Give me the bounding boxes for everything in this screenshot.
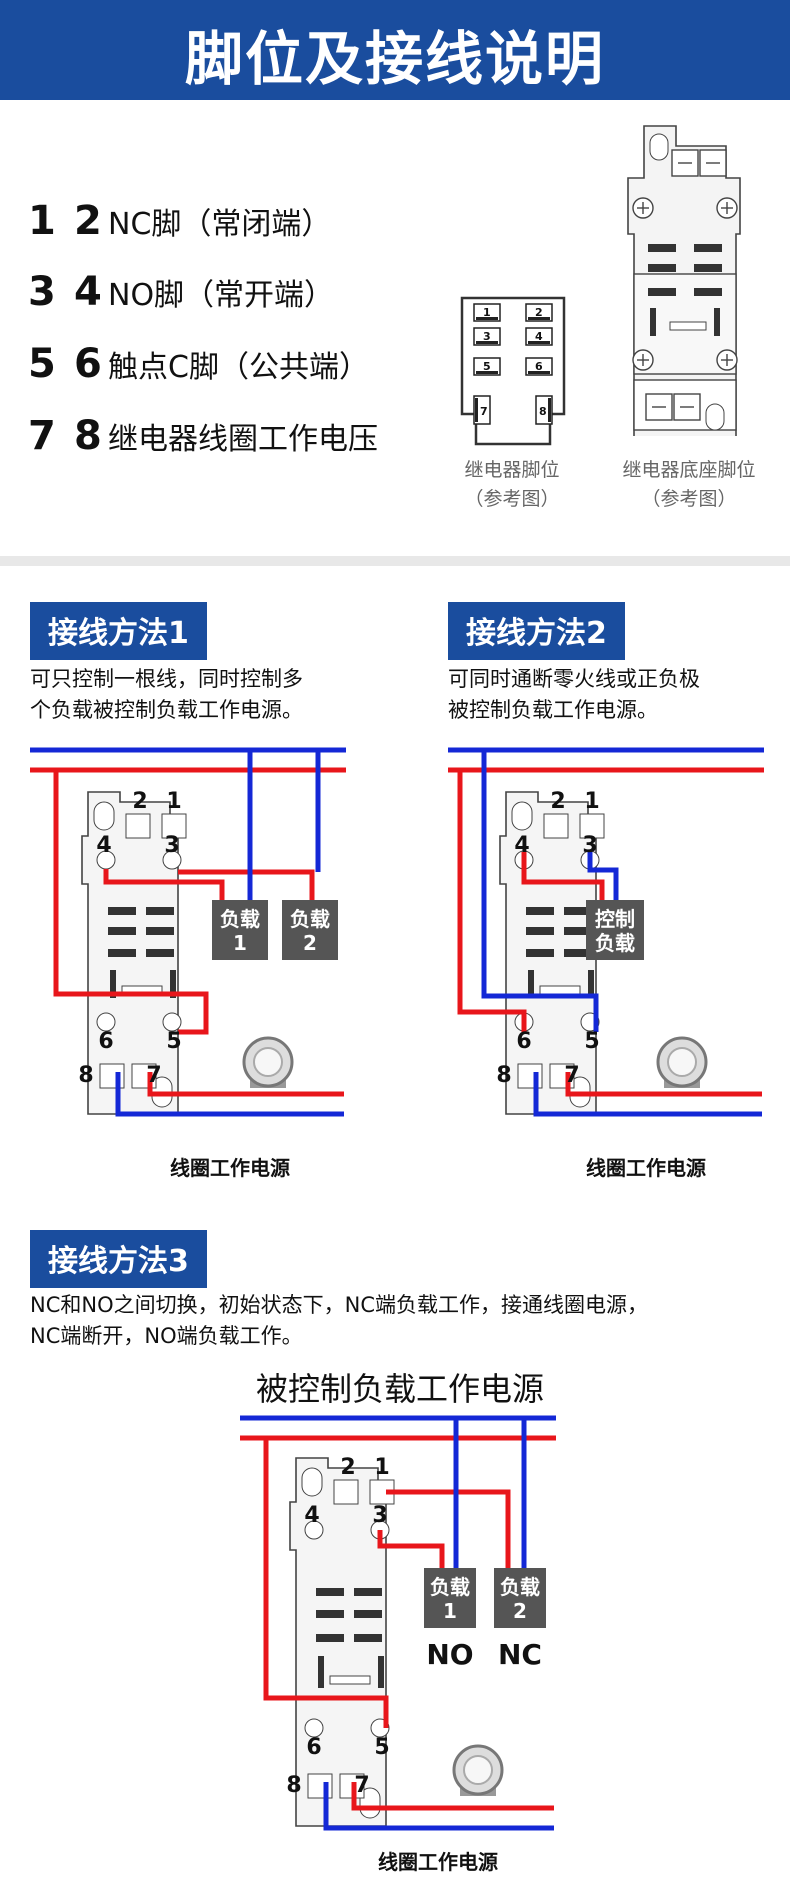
method3-supply-title: 被控制负载工作电源 — [255, 1370, 544, 1408]
method1-description: 可只控制一根线，同时控制多 个负载被控制负载工作电源。 — [30, 664, 380, 726]
relay-pin-label: 1 — [483, 306, 491, 319]
terminal-label: 2 — [132, 789, 147, 814]
socket-pin-diagram — [627, 125, 741, 436]
pin-number: 3 — [28, 269, 56, 315]
method2-description: 可同时通断零火线或正负极 被控制负载工作电源。 — [448, 664, 788, 726]
caption-line: （参考图） — [641, 488, 737, 510]
terminal-label: 4 — [514, 833, 529, 858]
relay-pin-label: 8 — [539, 405, 547, 418]
desc-line: 个负载被控制负载工作电源。 — [30, 698, 303, 722]
pin-number: 8 — [74, 413, 102, 459]
socket-pin-caption: 继电器底座脚位 （参考图） — [604, 456, 774, 514]
header-banner — [0, 0, 790, 100]
caption-line: 继电器底座脚位 — [622, 459, 756, 481]
section-divider — [0, 556, 790, 566]
page-title: 脚位及接线说明 — [184, 25, 605, 93]
method1-coil-label: 线圈工作电源 — [170, 1156, 290, 1180]
relay-pin-diagram: 1 2 3 4 5 6 7 8 — [460, 296, 566, 446]
relay-pin-label: 4 — [535, 330, 543, 343]
load-box-2 — [494, 1568, 546, 1628]
pin-description: 触点C脚（公共端） — [108, 350, 369, 385]
terminal-label: 2 — [550, 789, 565, 814]
terminal-label: 5 — [374, 1735, 389, 1760]
terminal-label: 2 — [340, 1455, 355, 1480]
load1-number: 1 — [233, 931, 247, 955]
pin-number: 1 — [28, 198, 56, 244]
caption-line: 继电器脚位 — [464, 459, 560, 481]
load-label: 负载 — [595, 931, 635, 955]
load-label: 控制 — [595, 907, 635, 931]
pin-number: 4 — [74, 269, 102, 315]
load-box-1 — [424, 1568, 476, 1628]
relay-pin-caption: 继电器脚位 （参考图） — [442, 456, 582, 514]
pin-number: 2 — [74, 198, 102, 244]
controlled-load-box — [586, 900, 644, 960]
load2-number: 2 — [303, 931, 317, 955]
load2-label: 负载 — [500, 1575, 540, 1599]
method1-title-badge: 接线方法1 — [30, 602, 207, 660]
terminal-label: 4 — [96, 833, 111, 858]
terminal-label: 6 — [306, 1735, 321, 1760]
terminal-label: 5 — [584, 1029, 599, 1054]
method2-title-badge: 接线方法2 — [448, 602, 625, 660]
method3-wiring-diagram: 负载 1 负载 2 NO NC 2 1 4 3 6 5 8 7 — [240, 1415, 556, 1831]
terminal-label: 8 — [78, 1063, 93, 1088]
load1-label: 负载 — [430, 1575, 470, 1599]
push-button-icon — [656, 1036, 708, 1088]
desc-line: NC端断开，NO端负载工作。 — [30, 1324, 303, 1348]
desc-line: 被控制负载工作电源。 — [448, 698, 658, 722]
terminal-label: 6 — [98, 1029, 113, 1054]
terminal-label: 6 — [516, 1029, 531, 1054]
load1-number: 1 — [443, 1599, 457, 1623]
relay-pin-label: 5 — [483, 360, 491, 373]
terminal-label: 3 — [372, 1503, 387, 1528]
terminal-label: 3 — [164, 833, 179, 858]
no-label: NO — [426, 1638, 473, 1671]
relay-pin-label: 6 — [535, 360, 543, 373]
method3-description: NC和NO之间切换，初始状态下，NC端负载工作，接通线圈电源， NC端断开，NO… — [30, 1290, 780, 1352]
pin-number: 7 — [28, 413, 56, 459]
pin-number: 6 — [74, 341, 102, 387]
method3-title-badge: 接线方法3 — [30, 1230, 207, 1288]
load2-number: 2 — [513, 1599, 527, 1623]
method2-wiring-diagram: 控制 负载 2 1 4 3 6 5 8 7 — [448, 747, 764, 1117]
terminal-label: 5 — [166, 1029, 181, 1054]
pin-number: 5 — [28, 341, 56, 387]
caption-line: （参考图） — [464, 488, 560, 510]
push-button-icon — [242, 1036, 294, 1088]
terminal-label: 8 — [286, 1773, 301, 1798]
desc-line: 可只控制一根线，同时控制多 — [30, 667, 303, 691]
method1-wiring-diagram: 负载 1 负载 2 2 1 4 3 6 5 8 7 — [30, 747, 346, 1117]
relay-pin-label: 7 — [480, 405, 488, 418]
pin-description: 继电器线圈工作电压 — [108, 422, 378, 457]
load1-label: 负载 — [220, 907, 260, 931]
terminal-label: 1 — [584, 789, 599, 814]
terminal-label: 8 — [496, 1063, 511, 1088]
terminal-label: 7 — [146, 1063, 161, 1088]
terminal-label: 1 — [166, 789, 181, 814]
desc-line: NC和NO之间切换，初始状态下，NC端负载工作，接通线圈电源， — [30, 1293, 648, 1317]
pin-description: NC脚（常闭端） — [108, 207, 332, 242]
load2-label: 负载 — [290, 907, 330, 931]
relay-pin-label: 2 — [535, 306, 543, 319]
pin-description: NO脚（常开端） — [108, 278, 335, 313]
terminal-label: 7 — [564, 1063, 579, 1088]
terminal-label: 3 — [582, 833, 597, 858]
push-button-icon — [452, 1744, 504, 1796]
terminal-label: 1 — [374, 1455, 389, 1480]
load-box-1 — [212, 900, 268, 960]
nc-label: NC — [498, 1638, 542, 1671]
relay-pin-label: 3 — [483, 330, 491, 343]
method2-coil-label: 线圈工作电源 — [586, 1156, 706, 1180]
terminal-label: 4 — [304, 1503, 319, 1528]
terminal-label: 7 — [354, 1773, 369, 1798]
desc-line: 可同时通断零火线或正负极 — [448, 667, 700, 691]
method3-coil-label: 线圈工作电源 — [378, 1850, 498, 1874]
load-box-2 — [282, 900, 338, 960]
